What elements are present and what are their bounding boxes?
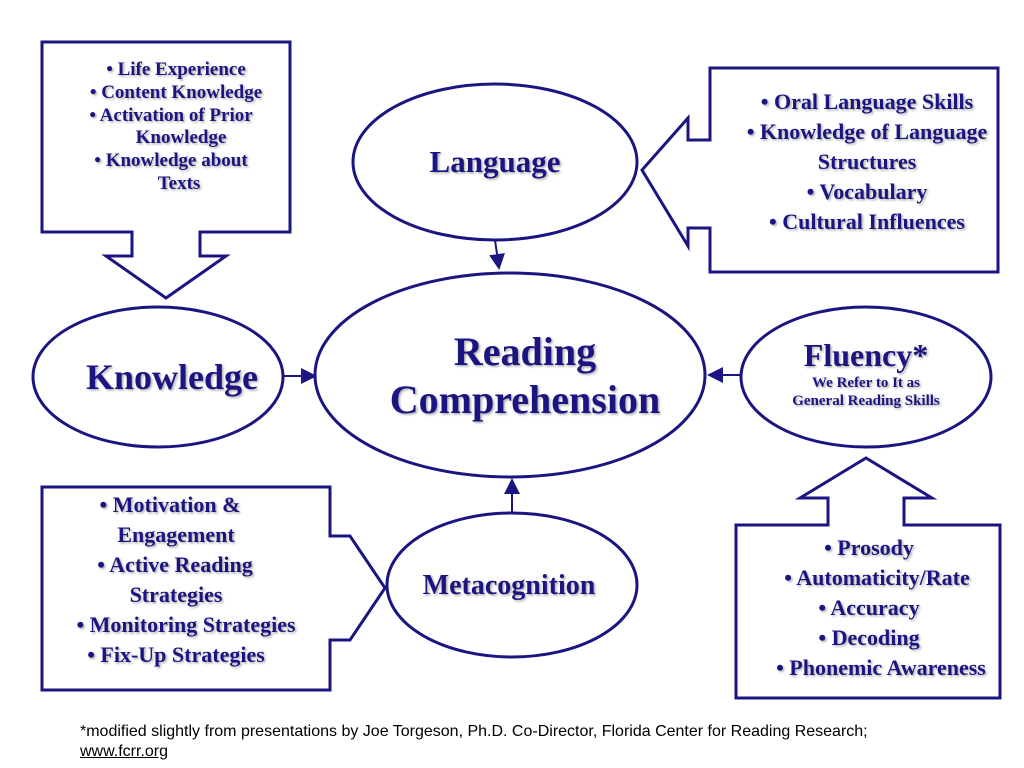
list-item: Knowledge <box>135 127 227 149</box>
list-item: • Knowledge of Language <box>746 119 988 144</box>
list-item: • Life Experience <box>106 59 246 80</box>
list-item: • Activation of Prior <box>89 104 253 126</box>
language-box-list: • Oral Language Skills • Knowledge of La… <box>712 87 1022 237</box>
fluency-box-list: • Prosody • Automaticity/Rate • Accuracy… <box>740 533 1020 683</box>
language-callout-box <box>640 66 1000 274</box>
arrow-language-to-center <box>489 239 505 270</box>
footnote-link[interactable]: www.fcrr.org <box>80 743 169 760</box>
list-item: • Oral Language Skills <box>760 89 974 114</box>
metacognition-callout-box <box>40 485 387 692</box>
list-item: • Motivation & <box>99 492 241 517</box>
fluency-subtitle-1: We Refer to It as <box>811 375 921 391</box>
fluency-title-block: Fluency* We Refer to It as General Readi… <box>746 336 986 410</box>
reading-comprehension-line1: Reading <box>453 329 597 374</box>
list-item: • Vocabulary <box>806 179 928 204</box>
list-item: • Decoding <box>818 625 920 650</box>
metacognition-title: Metacognition <box>422 570 596 601</box>
knowledge-title: Knowledge <box>85 357 258 397</box>
list-item: Strategies <box>129 582 223 607</box>
reading-comprehension-line2: Comprehension <box>389 377 661 422</box>
list-item: • Prosody <box>824 535 914 560</box>
list-item: Engagement <box>117 522 235 547</box>
footnote-text: *modified slightly from presentations by… <box>80 723 868 740</box>
fluency-title: Fluency* <box>803 337 929 373</box>
list-item: Structures <box>817 149 917 174</box>
list-item: • Phonemic Awareness <box>776 655 986 680</box>
knowledge-box-list: • Life Experience • Content Knowledge • … <box>48 59 304 196</box>
list-item: • Automaticity/Rate <box>784 565 970 590</box>
fluency-callout-box <box>734 456 1002 700</box>
list-item: • Content Knowledge <box>89 81 263 103</box>
list-item: • Knowledge about <box>94 150 248 172</box>
list-item: • Active Reading <box>97 552 253 577</box>
reading-comprehension-title: Reading Comprehension <box>340 328 710 424</box>
list-item: • Fix-Up Strategies <box>87 642 265 667</box>
list-item: Texts <box>157 172 201 194</box>
list-item: • Monitoring Strategies <box>76 612 296 637</box>
list-item: • Accuracy <box>818 595 920 620</box>
fluency-subtitle-2: General Reading Skills <box>792 393 940 409</box>
list-item: • Cultural Influences <box>769 209 965 234</box>
fluency-ellipse <box>739 305 993 449</box>
language-title: Language <box>429 144 561 179</box>
metacognition-box-list: • Motivation & Engagement • Active Readi… <box>44 490 320 670</box>
knowledge-callout-box <box>40 40 292 300</box>
footnote: *modified slightly from presentations by… <box>80 722 1010 762</box>
